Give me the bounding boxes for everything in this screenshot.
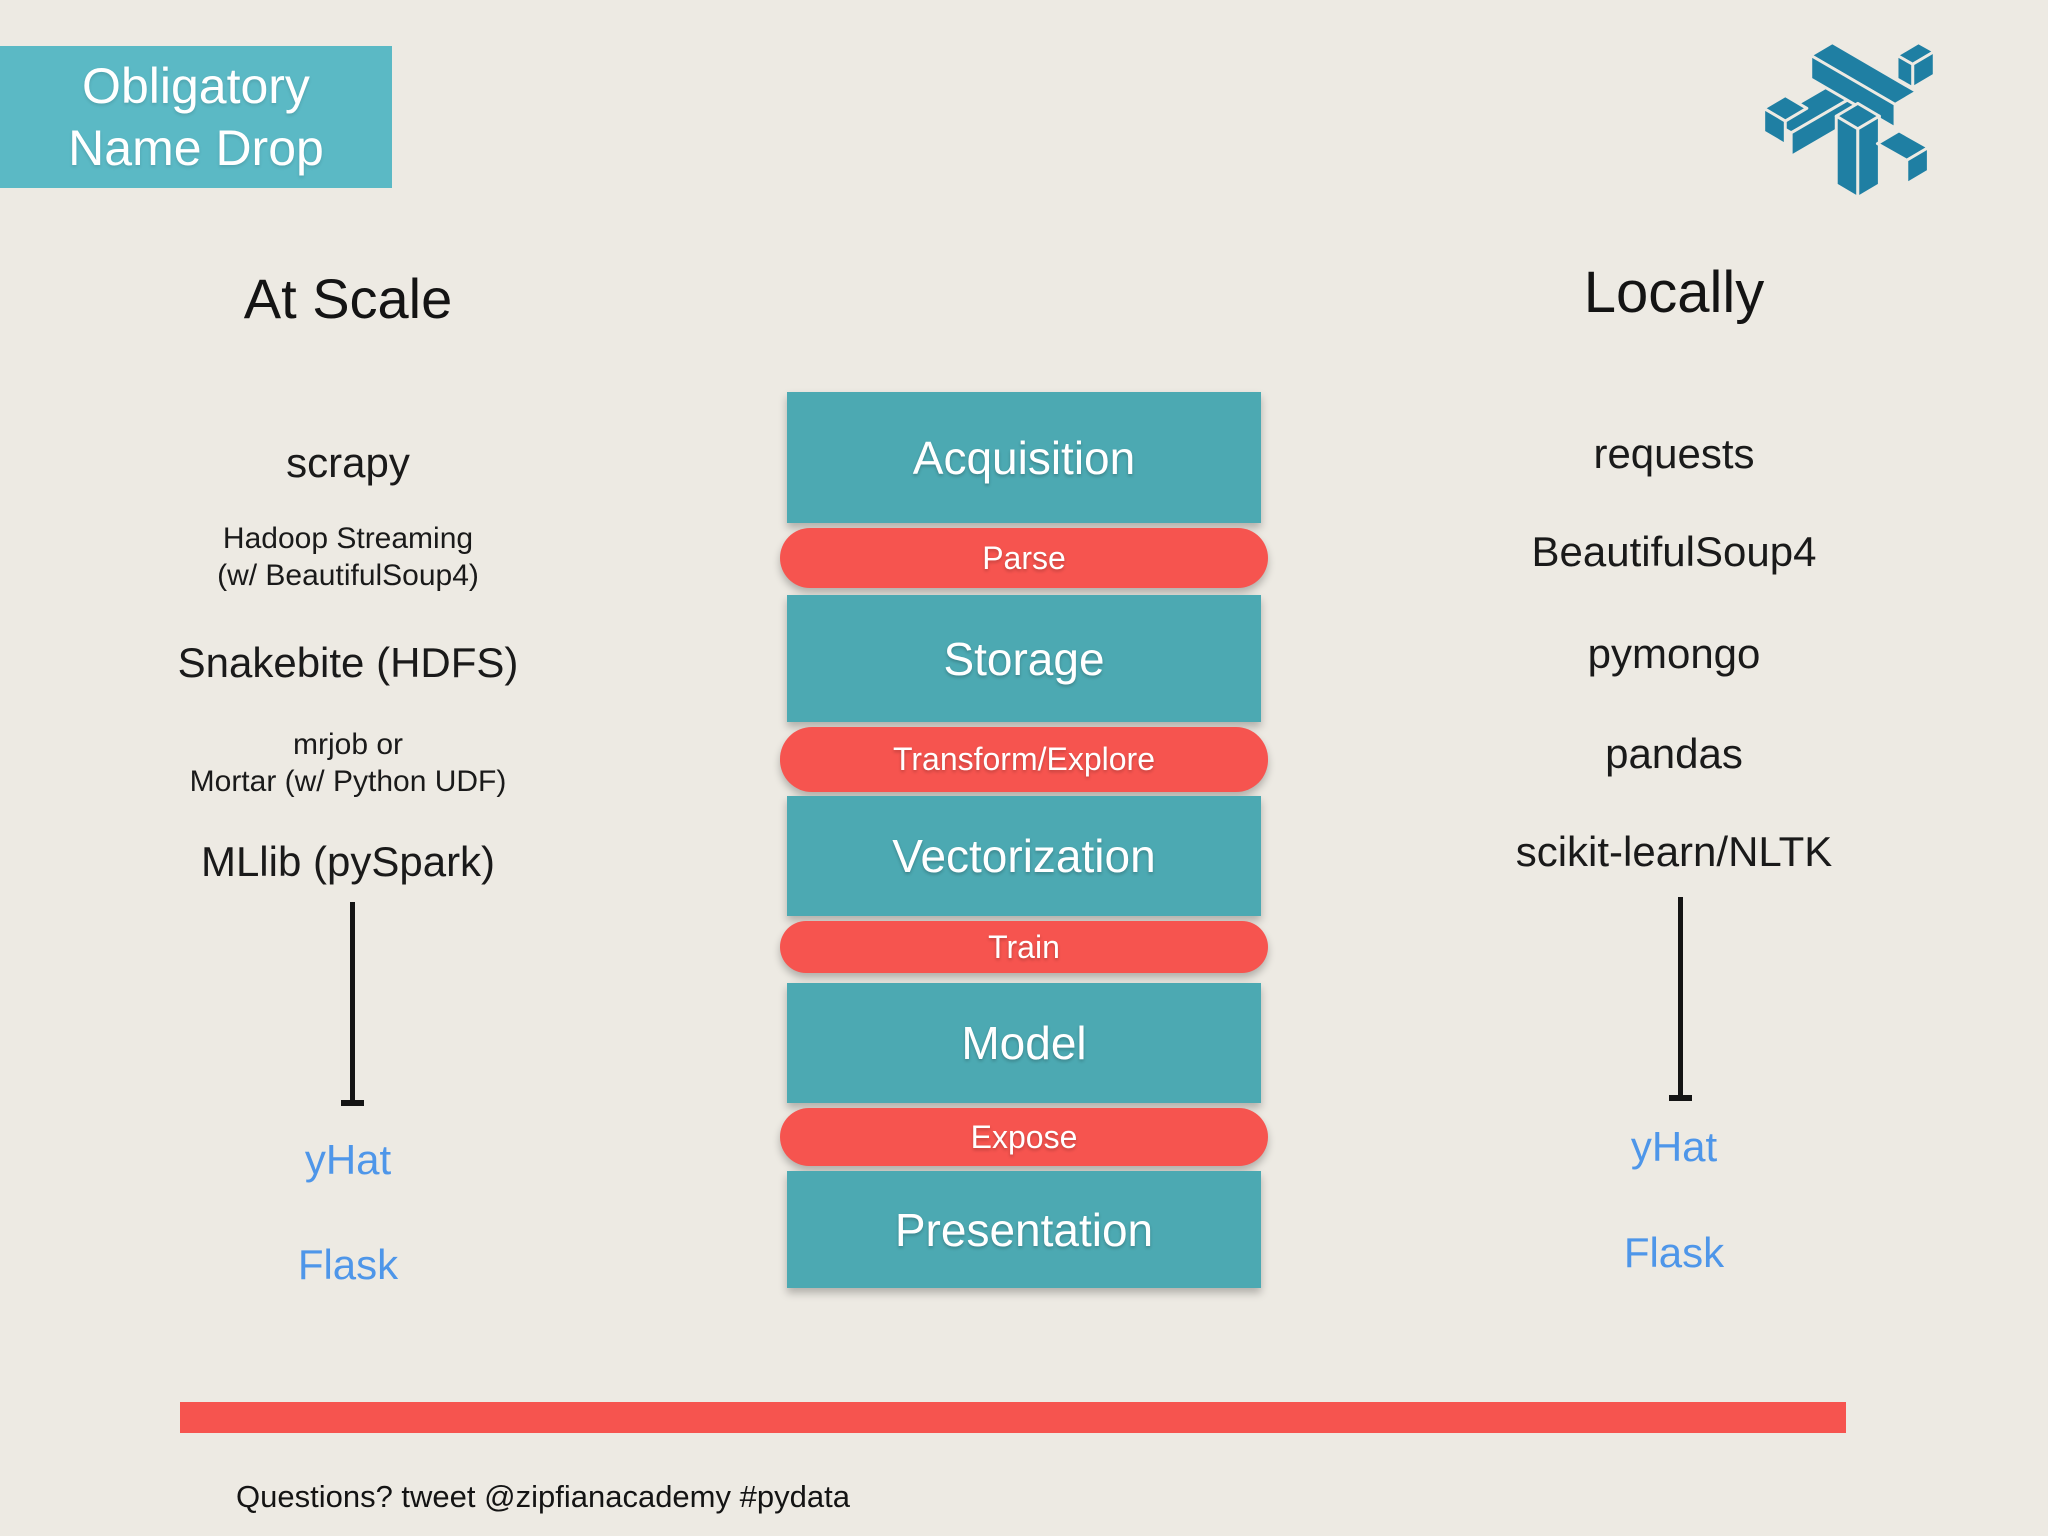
pipeline-stage-model: Model	[787, 983, 1261, 1103]
right-item-yhat: yHat	[1630, 1123, 1718, 1170]
pipeline-stage-vectorization: Vectorization	[787, 796, 1261, 916]
left-item-mrjob-line1: mrjob or	[292, 728, 404, 761]
zipfian-academy-knot-logo-icon	[1762, 41, 1936, 199]
left-item-snakebite: Snakebite (HDFS)	[177, 639, 519, 686]
left-item-mrjob-line2: Mortar (w/ Python UDF)	[189, 765, 507, 798]
right-connector-foot	[1669, 1095, 1692, 1101]
bottom-accent-bar	[180, 1402, 1846, 1433]
left-item-hadoop-line2: (w/ BeautifulSoup4)	[217, 559, 479, 592]
title-banner-line2: Name Drop	[68, 120, 324, 176]
pipeline-stack: Acquisition Parse Storage Transform/Expl…	[780, 392, 1268, 1288]
right-item-scikit-learn-nltk: scikit-learn/NLTK	[1515, 828, 1833, 875]
left-item-mrjob-mortar: mrjob or Mortar (w/ Python UDF)	[68, 726, 628, 800]
right-connector-line	[1669, 897, 1692, 1101]
title-banner: Obligatory Name Drop	[0, 46, 392, 188]
right-item-beautifulsoup4: BeautifulSoup4	[1531, 528, 1817, 575]
title-banner-line1: Obligatory	[82, 58, 310, 114]
right-item-pandas: pandas	[1605, 730, 1743, 777]
pipeline-stage-presentation: Presentation	[787, 1171, 1261, 1288]
pipeline-step-transform-explore: Transform/Explore	[780, 727, 1268, 792]
pipeline-stage-storage: Storage	[787, 595, 1261, 722]
footer-questions-text: Questions? tweet @zipfianacademy #pydata	[236, 1479, 850, 1514]
left-connector-foot	[341, 1100, 364, 1106]
right-item-flask: Flask	[1623, 1229, 1725, 1276]
pipeline-step-train: Train	[780, 921, 1268, 973]
left-item-yhat: yHat	[304, 1136, 392, 1183]
right-item-requests: requests	[1593, 430, 1755, 477]
left-item-hadoop-streaming: Hadoop Streaming (w/ BeautifulSoup4)	[68, 520, 628, 594]
at-scale-heading: At Scale	[243, 267, 453, 330]
left-item-flask: Flask	[297, 1241, 399, 1288]
pipeline-step-parse: Parse	[780, 528, 1268, 588]
pipeline-stage-acquisition: Acquisition	[787, 392, 1261, 523]
left-connector-line	[341, 902, 364, 1106]
left-item-scrapy: scrapy	[286, 439, 410, 486]
pipeline-step-expose: Expose	[780, 1108, 1268, 1166]
locally-heading: Locally	[1583, 260, 1765, 325]
right-item-pymongo: pymongo	[1587, 630, 1761, 677]
left-item-hadoop-line1: Hadoop Streaming	[222, 522, 474, 555]
left-item-mllib: MLlib (pySpark)	[200, 838, 496, 885]
